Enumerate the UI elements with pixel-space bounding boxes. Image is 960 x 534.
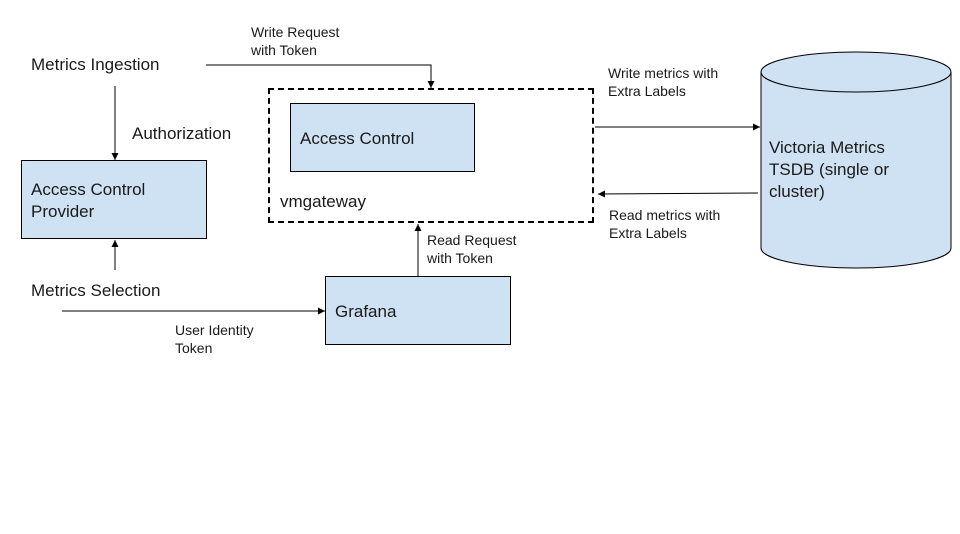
access-control-box: Access Control [290, 103, 475, 172]
authorization-label: Authorization [132, 124, 232, 143]
access-control-provider-box: Access Control Provider [21, 160, 207, 239]
user-identity-label: User Identity Token [175, 322, 254, 356]
tsdb-label: Victoria Metrics TSDB (single or cluster… [769, 138, 889, 201]
access-control-label: Access Control [300, 129, 415, 148]
vmgateway-container [268, 88, 594, 223]
vmgateway-label: vmgateway [280, 192, 366, 211]
grafana-label: Grafana [335, 302, 397, 321]
metrics-ingestion-label: Metrics Ingestion [31, 55, 160, 74]
tsdb-cylinder [760, 51, 952, 269]
write-request-label: Write Request with Token [251, 24, 340, 58]
grafana-box: Grafana [325, 276, 511, 345]
write-request-arrow [206, 64, 435, 88]
read-request-label: Read Request with Token [427, 232, 517, 266]
metrics-selection-label: Metrics Selection [31, 281, 161, 300]
access-control-provider-label: Access Control Provider [31, 180, 146, 222]
read-metrics-arrow [597, 190, 759, 198]
write-metrics-label: Write metrics with Extra Labels [608, 65, 719, 99]
read-metrics-label: Read metrics with Extra Labels [609, 207, 721, 241]
